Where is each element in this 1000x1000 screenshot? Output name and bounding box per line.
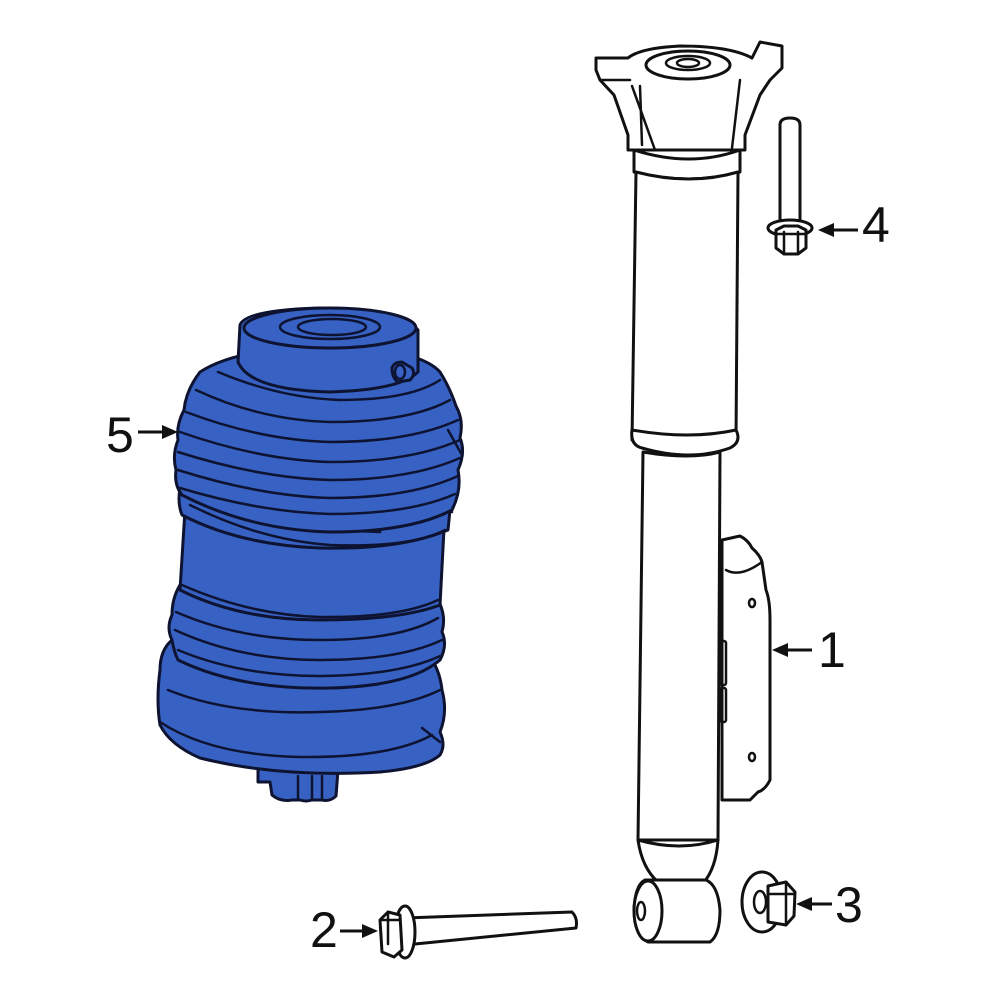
callout-arrow-1 <box>772 643 812 657</box>
callout-label-2: 2 <box>310 902 338 958</box>
lower-bolt-part[interactable] <box>378 904 578 960</box>
callout-arrow-4 <box>818 223 858 237</box>
callout-arrow-2 <box>340 924 378 938</box>
callout-label-5: 5 <box>106 407 134 463</box>
callout-arrow-5 <box>138 425 178 439</box>
callout-label-4: 4 <box>862 197 890 253</box>
callout-label-3: 3 <box>835 877 863 933</box>
callout-arrow-3 <box>796 897 832 911</box>
lower-nut-part[interactable] <box>740 870 797 934</box>
upper-bolt-part[interactable] <box>766 116 814 256</box>
shock-absorber-part[interactable] <box>594 40 784 944</box>
callout-label-1: 1 <box>818 622 846 678</box>
air-spring-part[interactable] <box>156 306 465 803</box>
